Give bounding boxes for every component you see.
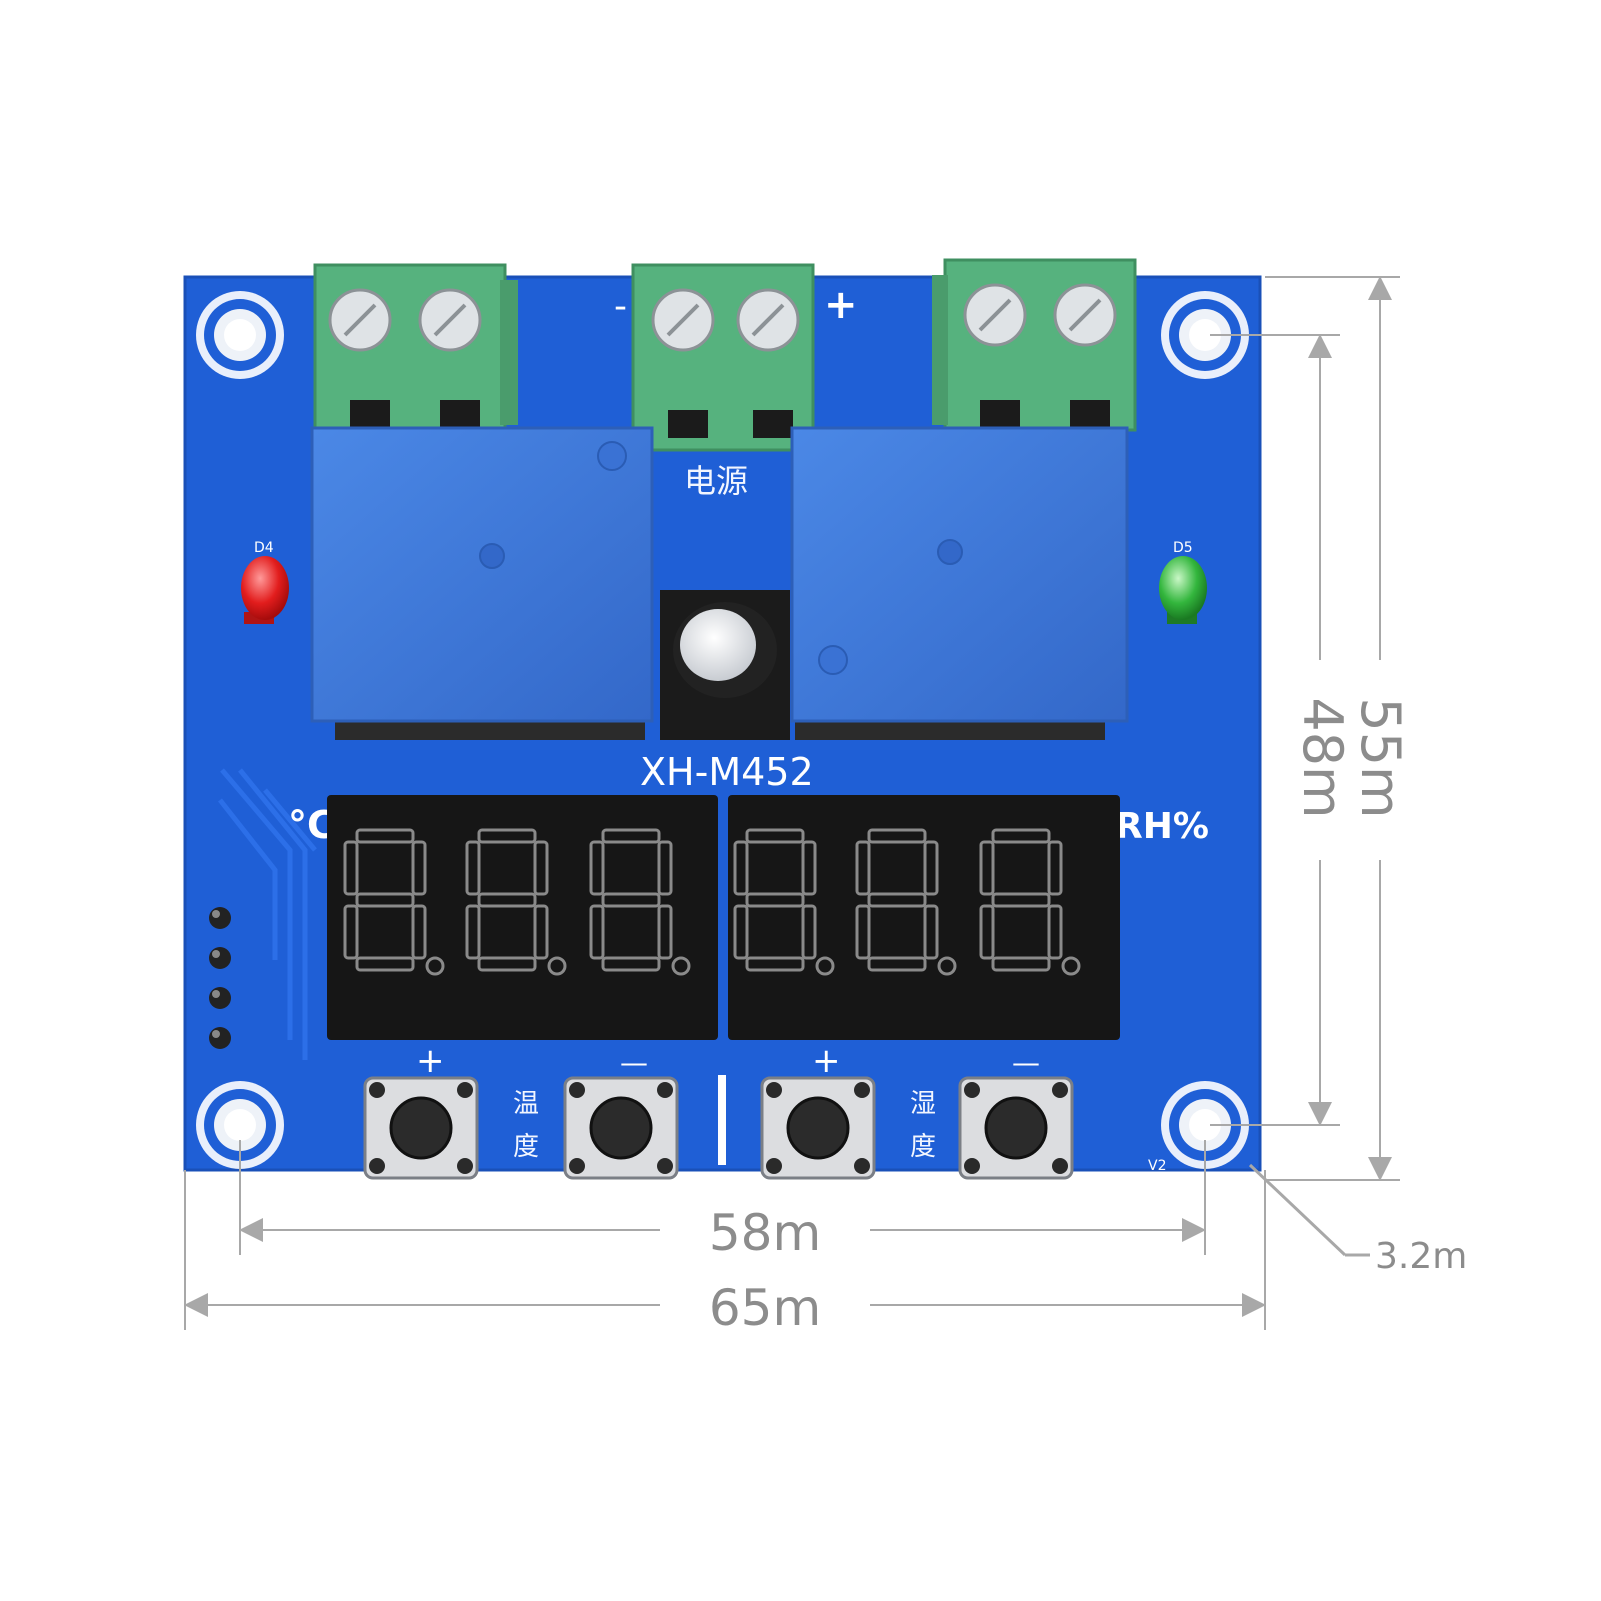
divider-line [718, 1075, 726, 1165]
segment [801, 904, 817, 960]
segment [855, 904, 871, 960]
dimension-lines [184, 276, 1400, 1330]
segment [745, 892, 805, 908]
terminal-block-right [932, 258, 1137, 432]
segment [355, 828, 415, 844]
model-label: XH-M452 [640, 750, 814, 794]
segment [745, 828, 805, 844]
temp-label-top: 温 [513, 1089, 539, 1119]
button-temp-minus-label: — [620, 1046, 648, 1079]
segment [991, 956, 1051, 972]
segment [343, 840, 359, 896]
segment [411, 904, 427, 960]
segment [1047, 840, 1063, 896]
segment-digit [855, 828, 957, 976]
segment [589, 904, 605, 960]
segment [991, 828, 1051, 844]
segment [657, 904, 673, 960]
button-row [363, 1076, 1074, 1180]
segment [477, 892, 537, 908]
led-right-label: D5 [1173, 540, 1193, 556]
segment [733, 840, 749, 896]
decimal-point [1061, 956, 1081, 976]
segment [923, 840, 939, 896]
segment [477, 828, 537, 844]
segment [801, 840, 817, 896]
segment [745, 956, 805, 972]
decimal-point [815, 956, 835, 976]
segment [867, 892, 927, 908]
power-minus-label: - [614, 286, 627, 327]
humid-minus-button[interactable] [958, 1076, 1074, 1180]
segment [589, 840, 605, 896]
segment [343, 904, 359, 960]
decimal-point [547, 956, 567, 976]
segment [477, 956, 537, 972]
power-plus-label: + [824, 282, 858, 328]
segment [465, 840, 481, 896]
led-red [241, 556, 289, 624]
segment [867, 828, 927, 844]
segment [533, 840, 549, 896]
power-label: 电源 [684, 462, 748, 500]
button-temp-plus-label: + [416, 1041, 445, 1081]
dimension-width-outer: 65m [709, 1279, 821, 1337]
dimension-hole: 3.2m [1375, 1236, 1467, 1277]
segment-digit [589, 828, 691, 976]
segment [923, 904, 939, 960]
temp-minus-button[interactable] [563, 1076, 679, 1180]
temp-label-bottom: 度 [513, 1132, 539, 1162]
unit-rh-label: RH% [1115, 806, 1209, 847]
mounting-hole-top-left [196, 291, 284, 379]
segment-digit [465, 828, 567, 976]
button-humid-minus-label: — [1012, 1046, 1040, 1079]
segment [601, 892, 661, 908]
segment [601, 956, 661, 972]
decimal-point [937, 956, 957, 976]
terminal-block-left [313, 263, 518, 432]
mounting-hole-top-right [1161, 291, 1249, 379]
segment [355, 892, 415, 908]
led-green [1159, 556, 1207, 624]
humid-plus-button[interactable] [760, 1076, 876, 1180]
humid-label-bottom: 度 [910, 1132, 936, 1162]
relay-right [790, 426, 1129, 740]
segment [867, 956, 927, 972]
mounting-hole-bottom-left [196, 1081, 284, 1169]
segment [733, 904, 749, 960]
segment-digit [979, 828, 1081, 976]
segment [465, 904, 481, 960]
segment-digit [343, 828, 445, 976]
dimension-width-inner: 58m [709, 1204, 821, 1262]
mounting-hole-bottom-right [1161, 1081, 1249, 1169]
segment [979, 904, 995, 960]
segment-digit [733, 828, 835, 976]
terminal-block-power [631, 263, 815, 452]
dimension-height-inner: 48m [1291, 697, 1354, 818]
decimal-point [425, 956, 445, 976]
segment [657, 840, 673, 896]
segment [533, 904, 549, 960]
sensor-header-pins [209, 907, 231, 1049]
relay-left [310, 426, 654, 740]
version-label: V2 [1148, 1158, 1166, 1174]
led-left-label: D4 [254, 540, 274, 556]
dimension-height-outer: 55m [1349, 697, 1412, 818]
segment [601, 828, 661, 844]
temp-plus-button[interactable] [363, 1076, 479, 1180]
capacitor [660, 590, 790, 740]
button-humid-plus-label: + [812, 1041, 841, 1081]
decimal-point [671, 956, 691, 976]
segment [979, 840, 995, 896]
segment [855, 840, 871, 896]
segment [991, 892, 1051, 908]
segment [355, 956, 415, 972]
humid-label-top: 湿 [910, 1089, 936, 1119]
segment-digits [343, 828, 1081, 976]
segment [411, 840, 427, 896]
segment [1047, 904, 1063, 960]
